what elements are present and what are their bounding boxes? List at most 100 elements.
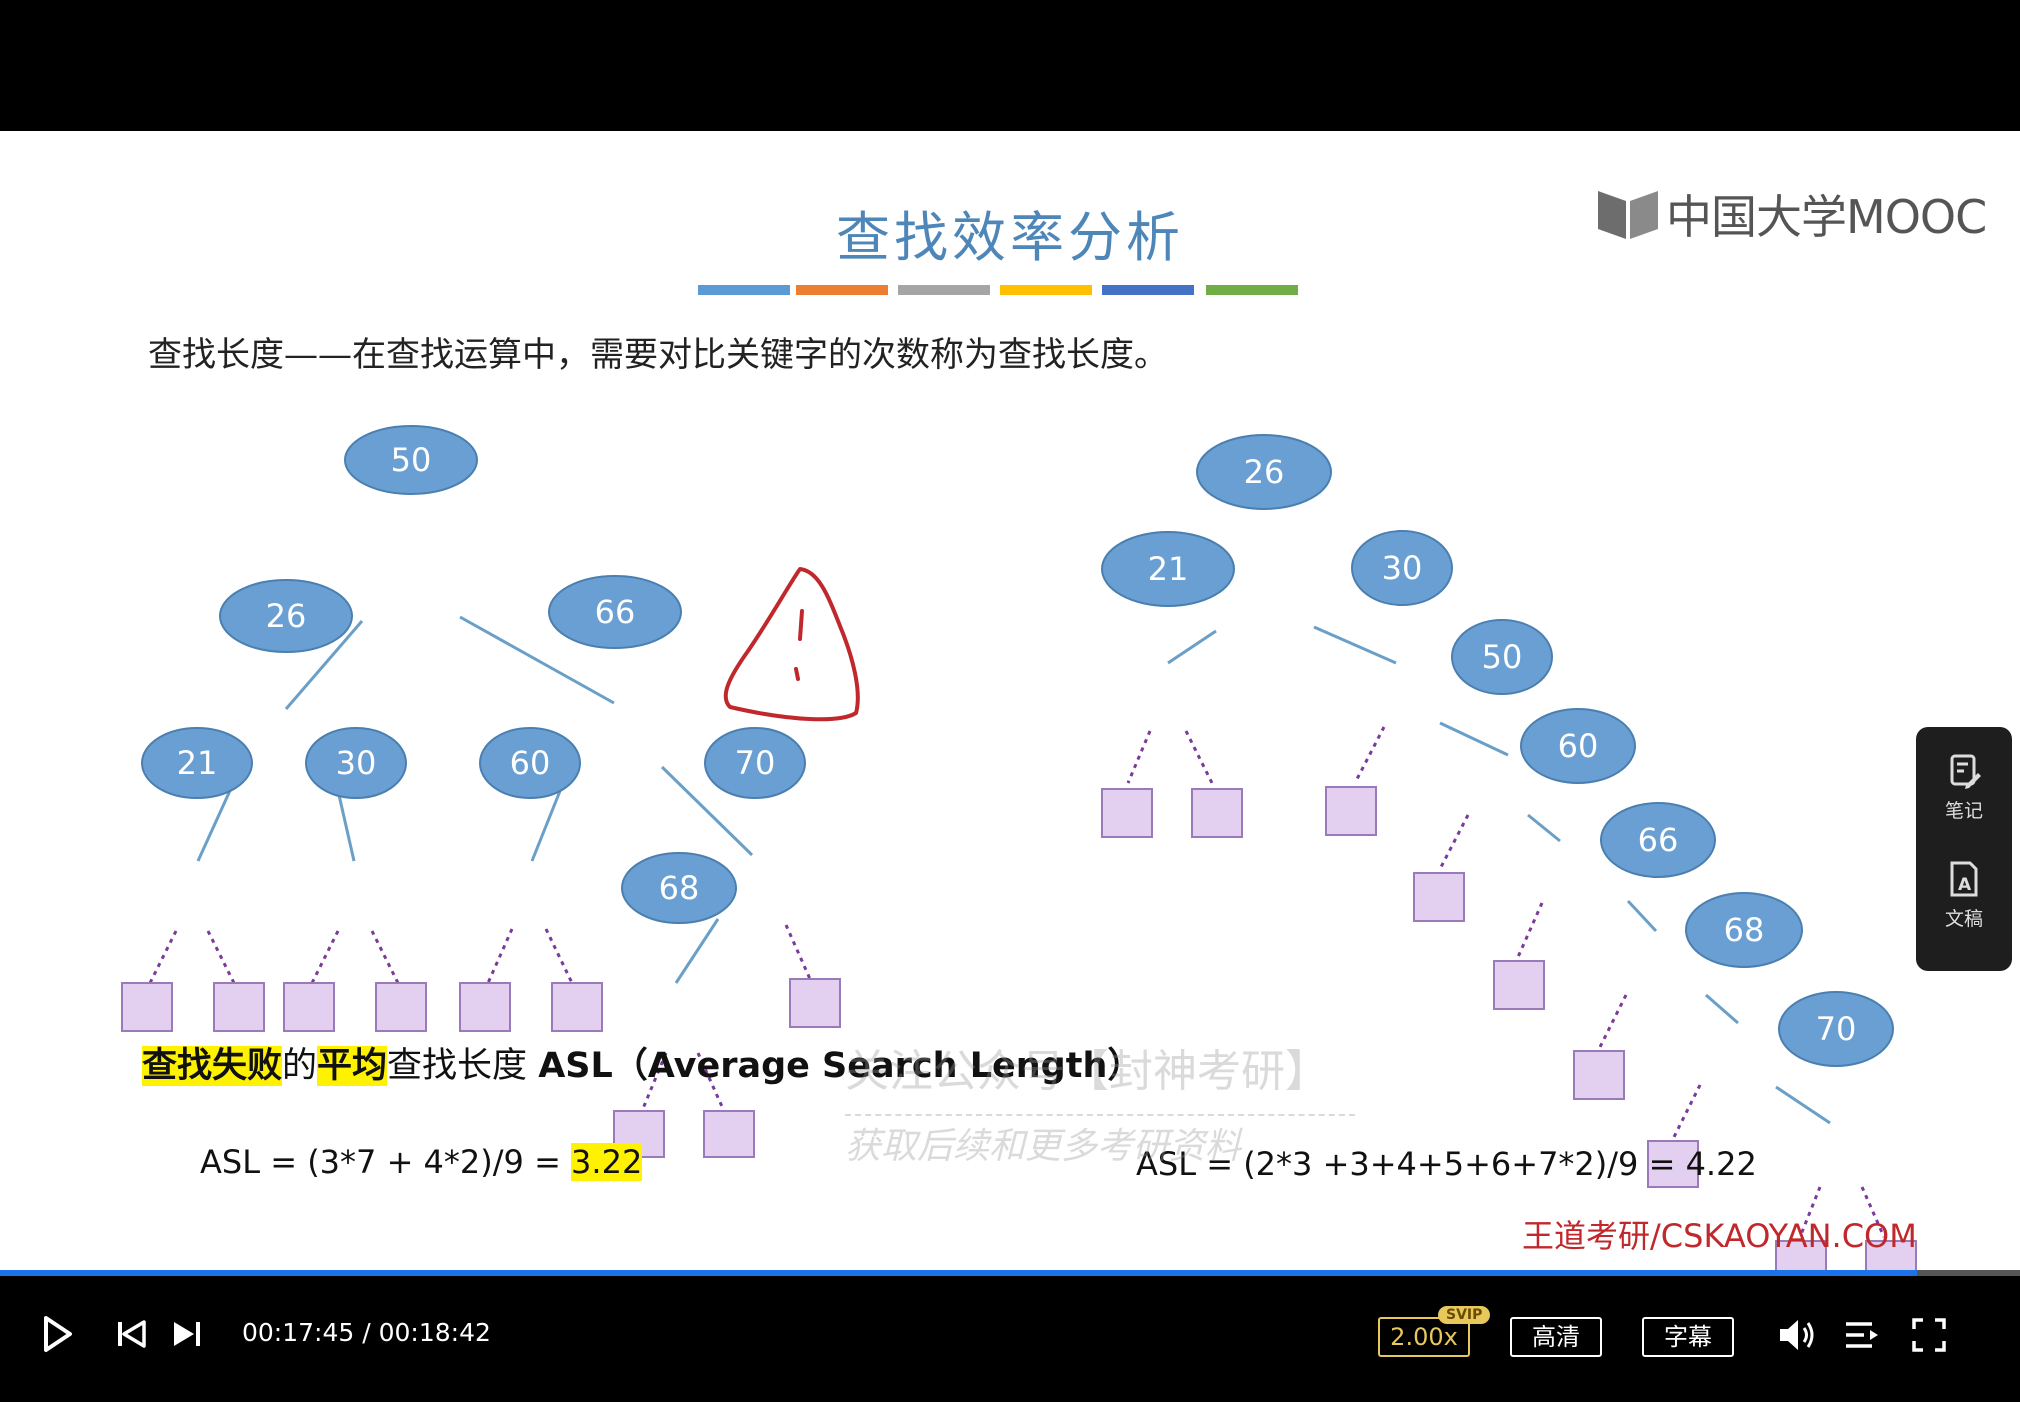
tree-node-label: 68 (1724, 911, 1765, 949)
mooc-logo: 中国大学MOOC (1596, 181, 1987, 247)
tree-node (305, 727, 407, 799)
watermark-line1: 关注公众号【封神考研】 (845, 1046, 1329, 1097)
tree-node-label: 60 (510, 744, 551, 782)
fail-node (551, 982, 603, 1032)
tree-node-label: 70 (735, 744, 776, 782)
asl-heading: 查找失败的平均查找长度 ASL（Average Search Length） (142, 1037, 1142, 1088)
volume-icon[interactable] (1776, 1316, 1820, 1354)
asl-left-expression: ASL = (3*7 + 4*2)/9 = (200, 1143, 572, 1181)
fullscreen-icon[interactable] (1910, 1316, 1948, 1354)
fail-node (1101, 788, 1153, 838)
asl-abbrev: ASL (538, 1046, 613, 1086)
speed-button[interactable]: 2.00x (1378, 1317, 1470, 1357)
asl-left-result: 3.22 (571, 1143, 643, 1181)
tree-node-label: 70 (1816, 1010, 1857, 1048)
tree-node (1101, 531, 1235, 607)
fail-node (1191, 788, 1243, 838)
warning-mark (798, 609, 804, 641)
tree-node (141, 727, 253, 799)
asl-full-name: （Average Search Length） (612, 1046, 1143, 1086)
svg-text:A: A (1958, 875, 1972, 895)
watermark-divider (845, 1114, 1355, 1116)
tree-node (704, 727, 806, 799)
side-panel: 笔记 A 文稿 (1916, 727, 2012, 971)
footer-brand: 王道考研/CSKAOYAN.COM (1522, 1217, 1917, 1255)
left-tree-edges (196, 615, 754, 984)
document-ai-icon: A (1950, 861, 1978, 897)
notes-label: 笔记 (1944, 800, 1983, 822)
tree-node (1600, 802, 1716, 878)
slide-title: 查找效率分析 (836, 206, 1184, 269)
asl-heading-text: 的 (282, 1046, 318, 1086)
fail-node (1573, 1050, 1625, 1100)
subtitle-button[interactable]: 字幕 (1642, 1317, 1734, 1357)
tree-node-label: 60 (1558, 727, 1599, 765)
asl-average-highlight: 平均 (317, 1046, 388, 1086)
playlist-icon[interactable] (1842, 1318, 1882, 1352)
fail-node (1647, 1140, 1699, 1188)
right-tree-failure-nodes (1101, 786, 1917, 1270)
tree-node (1196, 434, 1332, 510)
top-black-bar (0, 0, 2020, 131)
right-tree-failure-edges (1126, 726, 1886, 1238)
fail-node (1865, 1240, 1917, 1270)
transcript-button[interactable]: A 文稿 (1916, 859, 2012, 931)
tree-node-label: 66 (1638, 821, 1679, 859)
tree-node-label: 50 (391, 441, 432, 479)
previous-icon[interactable] (114, 1318, 150, 1350)
progress-bar[interactable] (0, 1270, 2020, 1276)
title-color-bar (698, 285, 790, 295)
tree-node (548, 575, 682, 649)
right-tree-edges (1167, 625, 1831, 1125)
play-icon[interactable] (40, 1314, 74, 1354)
fail-node (1493, 960, 1545, 1010)
definition-text: 查找长度——在查找运算中，需要对比关键字的次数称为查找长度。 (148, 335, 1168, 375)
title-color-bar (1000, 285, 1092, 295)
tree-node (1351, 530, 1453, 606)
tree-node-label: 68 (659, 869, 700, 907)
tree-node-label: 26 (1244, 453, 1285, 491)
svip-badge: SVIP (1438, 1306, 1491, 1324)
tree-node-label: 26 (266, 597, 307, 635)
title-color-bar (1102, 285, 1194, 295)
fail-node (375, 982, 427, 1032)
fail-node (703, 1110, 755, 1158)
tree-node (621, 852, 737, 924)
progress-fill (0, 1270, 1917, 1276)
fail-node (1413, 872, 1465, 922)
fail-node (213, 982, 265, 1032)
tree-node (1685, 892, 1803, 968)
title-color-bar (1206, 285, 1298, 295)
tree-node-label: 21 (1148, 550, 1189, 588)
fail-node (1325, 786, 1377, 836)
tree-node (1451, 619, 1553, 695)
quality-button[interactable]: 高清 (1510, 1317, 1602, 1357)
notes-button[interactable]: 笔记 (1916, 751, 2012, 823)
tree-node (1520, 708, 1636, 784)
asl-heading-text: 查找长度 (387, 1046, 539, 1086)
fail-node (459, 982, 511, 1032)
asl-fail-highlight: 查找失败 (142, 1046, 283, 1086)
book-logo-icon (1598, 191, 1658, 239)
warning-triangle (723, 567, 860, 722)
fail-node (121, 982, 173, 1032)
tree-node-label: 30 (336, 744, 377, 782)
watermark-line2: 获取后续和更多考研资料 (845, 1126, 1242, 1167)
tree-node-label: 50 (1482, 638, 1523, 676)
tree-node (1778, 991, 1894, 1067)
left-tree-failure-nodes (121, 978, 841, 1158)
asl-left-formula: ASL = (3*7 + 4*2)/9 = 3.22 (200, 1143, 643, 1181)
left-tree-failure-edges (148, 924, 812, 1112)
tree-node (479, 727, 581, 799)
fail-node (283, 982, 335, 1032)
tree-node-label: 30 (1382, 549, 1423, 587)
tree-node-label: 66 (595, 593, 636, 631)
fail-node (789, 978, 841, 1028)
next-icon[interactable] (168, 1318, 204, 1350)
slide: 查找效率分析 中国大学MOOC 查找长度——在查找运算中，需要对比关键字的次数称… (0, 131, 2020, 1270)
player-controls: 00:17:45 / 00:18:42 2.00x SVIP 高清 字幕 (0, 1270, 2020, 1402)
tree-node (344, 425, 478, 495)
title-color-bar (796, 285, 888, 295)
tree-node (219, 579, 353, 653)
